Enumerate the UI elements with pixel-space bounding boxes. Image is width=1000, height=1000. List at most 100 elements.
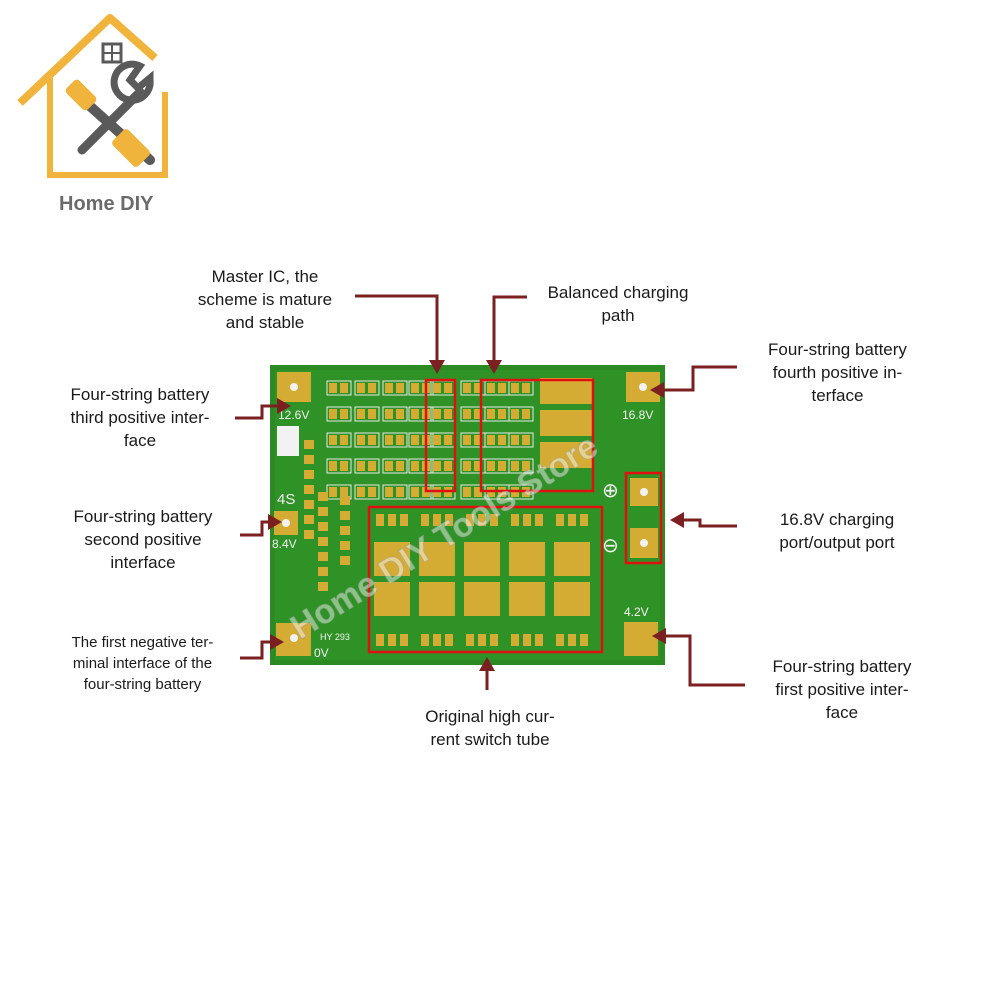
pcb-component — [411, 383, 419, 393]
pcb-component — [511, 514, 519, 526]
pcb-component — [354, 380, 380, 396]
pcb-component — [382, 458, 408, 474]
pcb-component — [340, 526, 350, 535]
pcb-component — [490, 514, 498, 526]
pcb-component — [498, 461, 506, 471]
pcb-component — [411, 487, 419, 497]
pcb-component — [368, 409, 376, 419]
pcb-component — [304, 470, 314, 479]
pcb-component — [509, 542, 545, 576]
pcb-component — [357, 383, 365, 393]
pcb-component — [388, 634, 396, 646]
callout-switch-tube: Original high cur-rent switch tube — [425, 707, 555, 749]
pcb-component — [535, 634, 543, 646]
pcb-component — [318, 552, 328, 561]
pcb-component — [464, 542, 500, 576]
pcb-component — [385, 435, 393, 445]
pcb-component — [329, 487, 337, 497]
pcb-component — [444, 435, 452, 445]
pcb-component — [382, 406, 408, 422]
pcb-component — [511, 461, 519, 471]
pcb-component — [385, 409, 393, 419]
pcb-component — [535, 514, 543, 526]
pcb-component — [419, 582, 455, 616]
pcb-component — [329, 461, 337, 471]
pcb-component — [329, 435, 337, 445]
pcb-component — [340, 496, 350, 505]
pcb-component — [580, 634, 588, 646]
pcb-component — [382, 484, 408, 500]
pcb-component — [474, 383, 482, 393]
pcb-component — [568, 634, 576, 646]
home-diy-logo — [17, 14, 168, 178]
pcb-component — [556, 634, 564, 646]
callout-arrows — [235, 294, 745, 690]
board-label-4s: 4S — [277, 491, 295, 508]
pcb-component — [498, 409, 506, 419]
pcb-component — [354, 458, 380, 474]
pcb-component — [463, 383, 471, 393]
pcb-component — [396, 461, 404, 471]
pcb-component — [487, 461, 495, 471]
pcb-component — [304, 500, 314, 509]
pcb-component — [326, 458, 352, 474]
pcb-component — [374, 582, 410, 616]
pcb-component — [554, 582, 590, 616]
pcb-component — [522, 461, 530, 471]
pcb-component — [385, 461, 393, 471]
pcb-component — [304, 485, 314, 494]
pcb-component — [357, 487, 365, 497]
pcb-component — [400, 514, 408, 526]
pcb-component — [445, 634, 453, 646]
pcb-component — [396, 383, 404, 393]
pcb-component — [368, 487, 376, 497]
pcb-component — [304, 530, 314, 539]
pcb-component — [318, 582, 328, 591]
pcb-component — [433, 514, 441, 526]
pcb-component — [421, 514, 429, 526]
pad-label-8v4: 8.4V — [272, 537, 297, 551]
pcb-component — [478, 514, 486, 526]
pcb-component — [433, 435, 441, 445]
pcb-component — [304, 515, 314, 524]
pcb-component — [487, 383, 495, 393]
pcb-component — [411, 461, 419, 471]
pcb-component — [376, 634, 384, 646]
pad-label-16v8: 16.8V — [622, 408, 653, 422]
pcb-component — [487, 435, 495, 445]
pcb-component — [508, 458, 534, 474]
pcb-component — [357, 461, 365, 471]
pcb-component — [433, 409, 441, 419]
pcb-component — [304, 440, 314, 449]
pcb-component — [433, 461, 441, 471]
pcb-component — [340, 409, 348, 419]
pcb-component — [354, 432, 380, 448]
pcb-component — [368, 461, 376, 471]
pcb-component — [511, 383, 519, 393]
pcb-component — [340, 383, 348, 393]
pcb-component — [474, 409, 482, 419]
pcb-component — [523, 634, 531, 646]
pcb-component — [329, 409, 337, 419]
pcb-component — [368, 435, 376, 445]
pcb-component — [340, 511, 350, 520]
pcb-component — [463, 409, 471, 419]
pcb-component — [318, 507, 328, 516]
pcb-component — [554, 542, 590, 576]
pcb-component — [511, 634, 519, 646]
pcb-component — [396, 409, 404, 419]
pcb-component — [522, 435, 530, 445]
pcb-component — [382, 380, 408, 396]
pcb-component — [421, 634, 429, 646]
pcb-component — [354, 484, 380, 500]
pcb-component — [444, 383, 452, 393]
minus-icon: ⊖ — [602, 533, 619, 557]
pcb-component — [318, 522, 328, 531]
pcb-component — [568, 514, 576, 526]
pcb-component — [419, 542, 455, 576]
